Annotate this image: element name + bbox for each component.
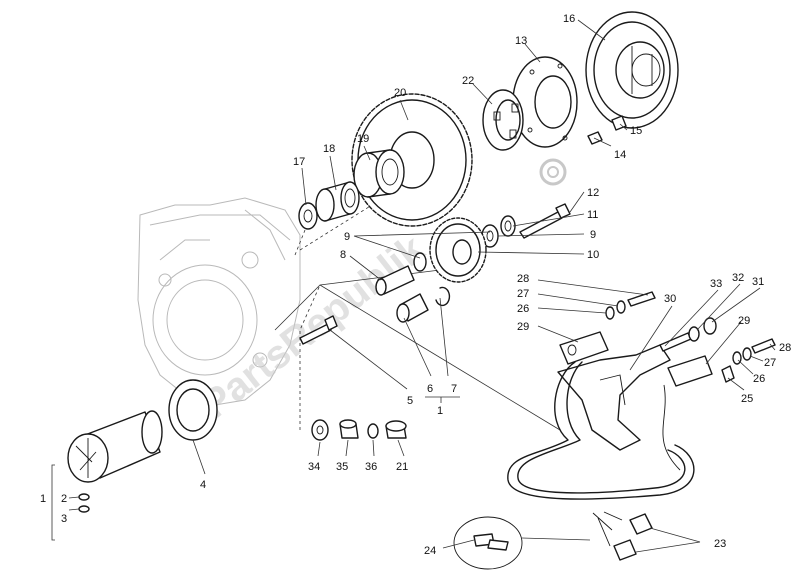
callout-labels: 16 13 22 20 19 18 17 15 14 12 11 9 10 9 … <box>40 13 791 557</box>
callout-22: 22 <box>462 75 474 87</box>
callout-19: 19 <box>357 133 369 145</box>
part-22-freewheel <box>482 89 524 151</box>
callout-3: 3 <box>61 513 67 525</box>
part-3-nut <box>78 505 90 513</box>
callout-10: 10 <box>587 249 599 261</box>
callout-9-right: 9 <box>590 229 596 241</box>
callout-9-left: 9 <box>344 231 350 243</box>
part-26-washer-left <box>605 306 615 320</box>
part-27-washer-left <box>616 300 626 314</box>
part-28-screw-right <box>751 338 776 354</box>
callout-8: 8 <box>340 249 346 261</box>
callout-6: 6 <box>427 383 433 395</box>
callout-13: 13 <box>515 35 527 47</box>
callout-17: 17 <box>293 156 305 168</box>
leader-lines <box>51 19 776 553</box>
part-20-large-gear <box>351 93 473 227</box>
callout-34: 34 <box>308 461 320 473</box>
callout-21: 21 <box>396 461 408 473</box>
callout-1-group: 1 <box>437 405 443 417</box>
callout-31: 31 <box>752 276 764 288</box>
part-33-stud <box>659 332 692 352</box>
callout-28-left: 28 <box>517 273 529 285</box>
part-11-spacer <box>500 215 516 237</box>
callout-7: 7 <box>451 383 457 395</box>
callout-1: 1 <box>40 493 46 505</box>
callout-33: 33 <box>710 278 722 290</box>
callout-28-right: 28 <box>779 342 791 354</box>
wiring-harness <box>507 361 695 500</box>
part-27-washer-right <box>742 347 752 361</box>
callout-20: 20 <box>394 87 406 99</box>
callout-2: 2 <box>61 493 67 505</box>
part-18-bushing <box>315 181 360 222</box>
part-1-starter-motor <box>67 410 163 483</box>
part-30-pickup-bracket <box>557 344 671 451</box>
callout-27-right: 27 <box>764 357 776 369</box>
part-32-spacer <box>688 326 700 342</box>
part-12-bolt <box>519 203 571 239</box>
part-6-pinion <box>396 293 429 323</box>
callout-30: 30 <box>664 293 676 305</box>
part-8-shaft <box>375 265 415 296</box>
part-14-dowel <box>587 131 603 145</box>
callout-5: 5 <box>407 395 413 407</box>
part-36-oring <box>367 423 379 439</box>
part-34-washer <box>311 419 329 441</box>
callout-27-left: 27 <box>517 288 529 300</box>
callout-32: 32 <box>732 272 744 284</box>
part-19-needle-bearing <box>353 149 405 198</box>
callout-25: 25 <box>741 393 753 405</box>
callout-29-left: 29 <box>517 321 529 333</box>
callout-29-right: 29 <box>738 315 750 327</box>
part-4-gasket <box>168 379 218 441</box>
callout-35: 35 <box>336 461 348 473</box>
callout-11: 11 <box>587 209 598 221</box>
callout-36: 36 <box>365 461 377 473</box>
part-9-washer-left <box>413 252 427 272</box>
part-5-bolt <box>299 315 338 345</box>
part-13-flange <box>512 56 578 148</box>
part-31-spacer <box>703 317 717 335</box>
gear-logo-icon <box>539 158 567 186</box>
part-24-terminal <box>453 516 591 570</box>
watermark: PartsRepublik <box>193 226 433 427</box>
part-29-pickup-left <box>559 331 609 365</box>
part-10-intermediate-gear <box>429 217 487 283</box>
callout-16: 16 <box>563 13 575 25</box>
part-23-connectors <box>592 511 653 561</box>
part-16-flywheel <box>585 11 679 129</box>
part-7-circlip <box>435 286 451 307</box>
callout-4: 4 <box>200 479 206 491</box>
part-29-pickup-right <box>667 355 713 387</box>
callout-24: 24 <box>424 545 436 557</box>
callout-12: 12 <box>587 187 599 199</box>
crankcase-outline <box>137 197 301 406</box>
part-2-washer <box>78 493 90 501</box>
callout-15: 15 <box>630 125 642 137</box>
callout-26-right: 26 <box>753 373 765 385</box>
callout-14: 14 <box>614 149 626 161</box>
svg-text:PartsRepublik: PartsRepublik <box>193 226 433 427</box>
part-17-washer <box>298 202 318 230</box>
part-25-clip <box>721 365 735 383</box>
callout-26-left: 26 <box>517 303 529 315</box>
part-21-plug <box>385 420 407 439</box>
callout-23: 23 <box>714 538 726 550</box>
callout-18: 18 <box>323 143 335 155</box>
part-35-pin <box>339 419 359 439</box>
